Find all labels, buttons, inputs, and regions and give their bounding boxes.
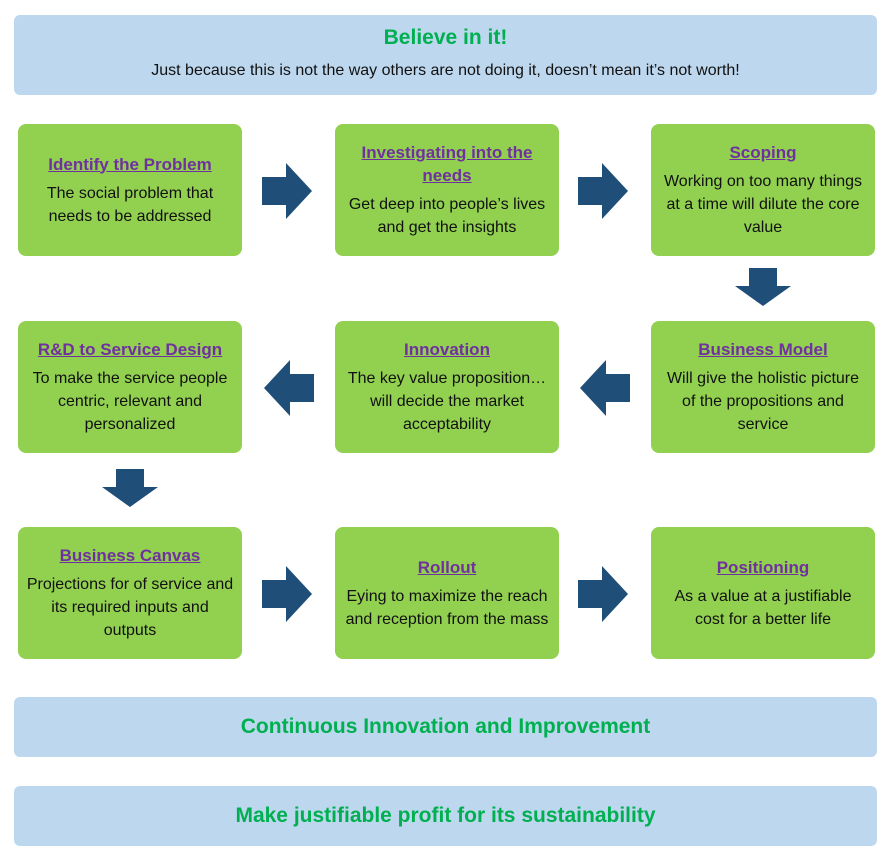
step-description: Working on too many things at a time wil… — [663, 173, 863, 236]
step-description: To make the service people centric, rele… — [32, 370, 228, 433]
arrow-down-icon — [735, 268, 791, 306]
step-investigating-needs: Investigating into the needs Get deep in… — [335, 124, 559, 256]
step-business-canvas: Business Canvas Projections for of servi… — [18, 527, 242, 659]
continuous-improvement-banner: Continuous Innovation and Improvement — [14, 697, 877, 757]
arrow-right-icon — [578, 163, 628, 219]
step-title: Investigating into the needs — [361, 143, 533, 185]
continuous-improvement-text: Continuous Innovation and Improvement — [240, 715, 651, 738]
step-description: Get deep into people’s lives and get the… — [348, 196, 546, 236]
step-scoping: Scoping Working on too many things at a … — [651, 124, 875, 256]
step-business-model: Business Model Will give the holistic pi… — [651, 321, 875, 453]
step-description: Projections for of service and its requi… — [26, 576, 234, 639]
step-innovation: Innovation The key value proposition…wil… — [335, 321, 559, 453]
step-title: Rollout — [417, 557, 477, 577]
arrow-right-icon — [262, 163, 312, 219]
step-title: Business Canvas — [59, 546, 201, 565]
arrow-down-icon — [102, 469, 158, 507]
arrow-right-icon — [578, 566, 628, 622]
step-rollout: Rollout Eying to maximize the reach and … — [335, 527, 559, 659]
header-subtitle: Just because this is not the way others … — [151, 62, 740, 79]
step-identify-problem: Identify the Problem The social problem … — [18, 124, 242, 256]
profit-banner: Make justifiable profit for its sustaina… — [14, 786, 877, 846]
step-description: Will give the holistic picture of the pr… — [666, 370, 860, 433]
header-banner: Believe in it! Just because this is not … — [14, 15, 877, 95]
step-title: Identify the Problem — [48, 154, 212, 174]
step-positioning: Positioning As a value at a justifiable … — [651, 527, 875, 659]
step-description: As a value at a justifiable cost for a b… — [674, 587, 852, 628]
step-description: The key value proposition…will decide th… — [347, 370, 547, 433]
step-description: Eying to maximize the reach and receptio… — [345, 587, 549, 628]
step-description: The social problem that needs to be addr… — [46, 184, 214, 225]
arrow-left-icon — [580, 360, 630, 416]
step-title: R&D to Service Design — [37, 340, 223, 359]
profit-text: Make justifiable profit for its sustaina… — [235, 804, 656, 827]
arrow-right-icon — [262, 566, 312, 622]
step-title: Scoping — [729, 143, 797, 162]
step-title: Positioning — [716, 557, 810, 577]
step-title: Business Model — [698, 340, 828, 359]
step-title: Innovation — [404, 340, 490, 359]
step-rd-service-design: R&D to Service Design To make the servic… — [18, 321, 242, 453]
header-title: Believe in it! — [383, 26, 508, 49]
arrow-left-icon — [264, 360, 314, 416]
